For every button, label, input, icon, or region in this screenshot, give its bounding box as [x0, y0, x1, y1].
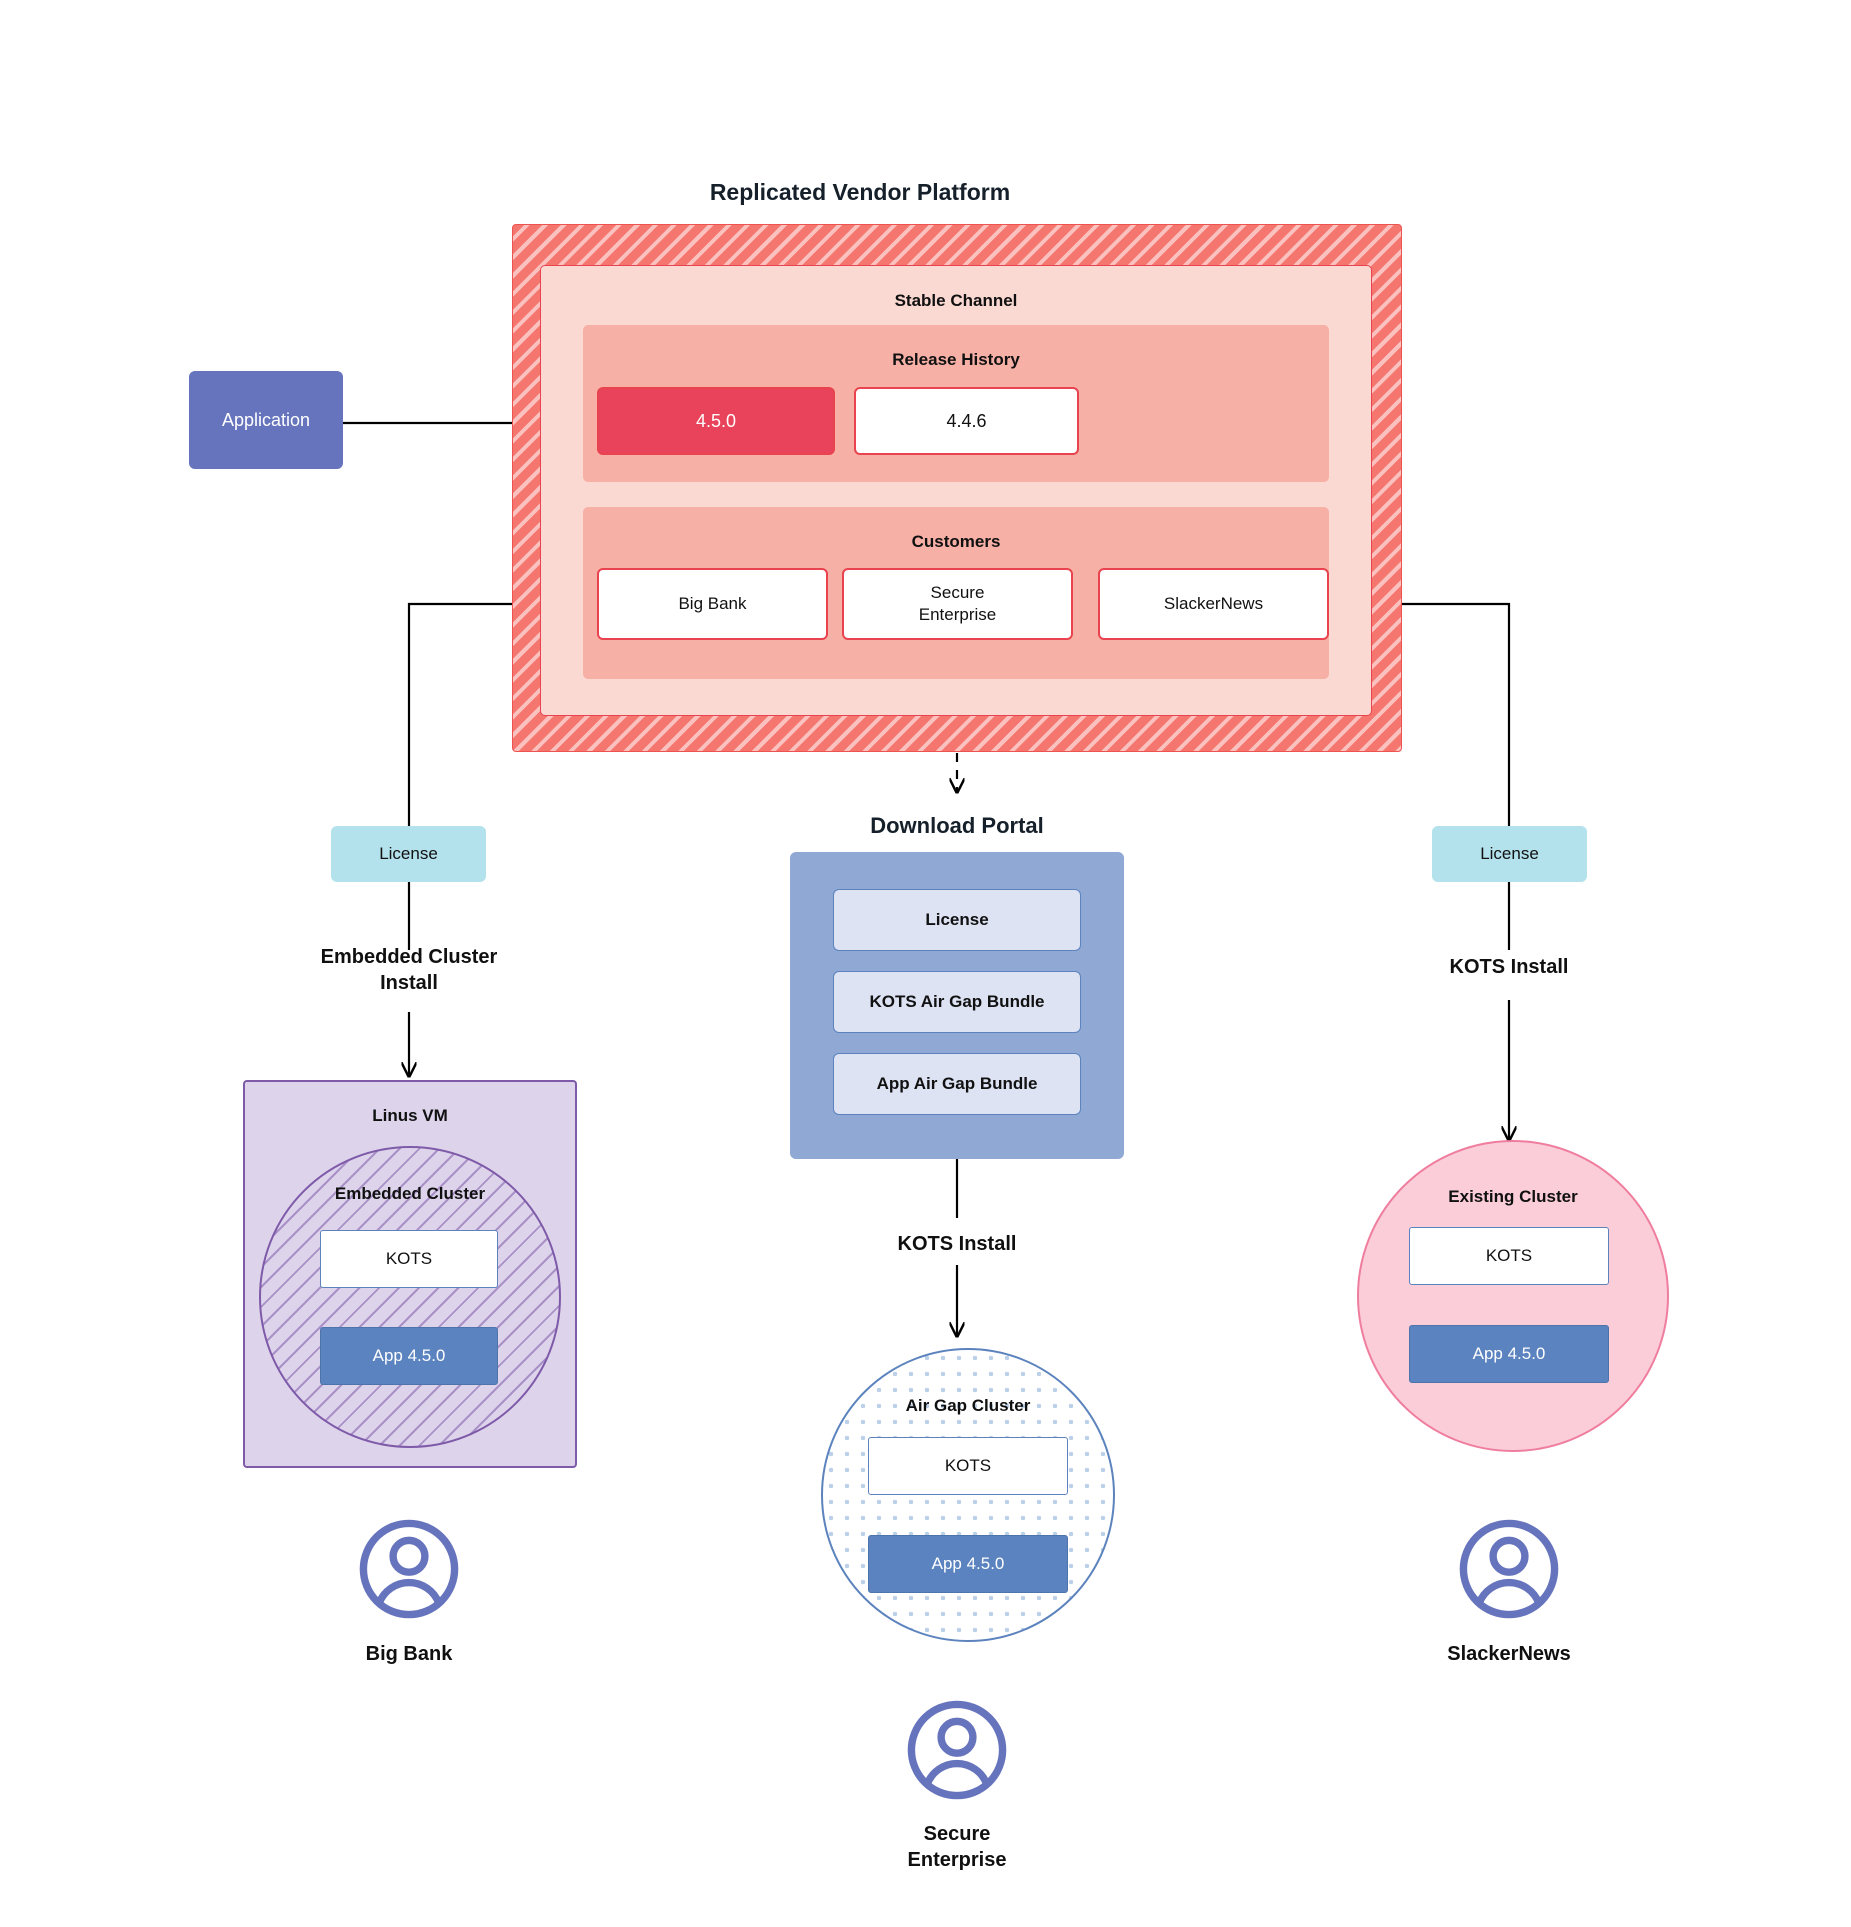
existing-cluster-label: Existing Cluster [1448, 1187, 1578, 1206]
portal-item-label: App Air Gap Bundle [876, 1074, 1038, 1093]
user-avatar-icon [359, 1519, 459, 1619]
app-box-embedded[interactable]: App 4.5.0 [320, 1327, 498, 1385]
release-box-current[interactable]: 4.5.0 [597, 387, 835, 455]
customer-box-secure-enterprise[interactable]: Secure Enterprise [842, 568, 1073, 640]
kots-box-existing[interactable]: KOTS [1409, 1227, 1609, 1285]
app-label: App 4.5.0 [372, 1346, 446, 1365]
user-avatar-icon [907, 1700, 1007, 1800]
kots-label: KOTS [385, 1249, 433, 1268]
embedded-cluster-label: Embedded Cluster [334, 1184, 486, 1203]
flow-label-embedded-cluster-install: Embedded Cluster Install [320, 946, 498, 994]
kots-label: KOTS [1485, 1246, 1533, 1265]
release-version: 4.4.6 [946, 410, 987, 431]
persona-label-secure-enterprise: Secure Enterprise [907, 1823, 1007, 1871]
kots-label: KOTS [944, 1456, 992, 1475]
application-box[interactable]: Application [189, 371, 343, 469]
existing-cluster-circle [1357, 1140, 1669, 1452]
kots-box-embedded[interactable]: KOTS [320, 1230, 498, 1288]
linux-vm-label: Linus VM [372, 1106, 448, 1125]
release-version: 4.5.0 [695, 410, 737, 431]
license-label: License [379, 844, 438, 863]
portal-item-kots-air-gap-bundle[interactable]: KOTS Air Gap Bundle [833, 971, 1081, 1033]
release-history-title: Release History [892, 350, 1020, 369]
download-portal-title: Download Portal [870, 813, 1044, 838]
app-box-airgap[interactable]: App 4.5.0 [868, 1535, 1068, 1593]
customer-name: Secure Enterprise [918, 582, 997, 624]
stable-channel-title: Stable Channel [894, 291, 1018, 310]
portal-item-license[interactable]: License [833, 889, 1081, 951]
persona-label-slackernews: SlackerNews [1447, 1643, 1571, 1665]
app-label: App 4.5.0 [931, 1554, 1005, 1573]
persona-label-big-bank: Big Bank [365, 1643, 453, 1665]
customers-title: Customers [911, 532, 1001, 551]
release-box-previous[interactable]: 4.4.6 [854, 387, 1079, 455]
license-chip-left[interactable]: License [331, 826, 486, 882]
customer-name: SlackerNews [1163, 593, 1264, 613]
customer-box-slackernews[interactable]: SlackerNews [1098, 568, 1329, 640]
air-gap-cluster-circle [821, 1348, 1115, 1642]
embedded-cluster-circle [259, 1146, 561, 1448]
license-chip-right[interactable]: License [1432, 826, 1587, 882]
flow-label-center-kots-install: KOTS Install [897, 1233, 1017, 1255]
air-gap-cluster-label: Air Gap Cluster [905, 1396, 1031, 1415]
license-label: License [1480, 844, 1539, 863]
portal-item-app-air-gap-bundle[interactable]: App Air Gap Bundle [833, 1053, 1081, 1115]
user-avatar-icon [1459, 1519, 1559, 1619]
customer-box-big-bank[interactable]: Big Bank [597, 568, 828, 640]
flow-label-right-kots-install: KOTS Install [1449, 956, 1569, 978]
portal-item-label: License [925, 910, 989, 929]
app-label: App 4.5.0 [1472, 1344, 1546, 1363]
application-label: Application [221, 409, 311, 430]
kots-box-airgap[interactable]: KOTS [868, 1437, 1068, 1495]
page-title: Replicated Vendor Platform [709, 179, 1011, 205]
app-box-existing[interactable]: App 4.5.0 [1409, 1325, 1609, 1383]
customer-name: Big Bank [678, 593, 747, 613]
portal-item-label: KOTS Air Gap Bundle [869, 992, 1045, 1011]
